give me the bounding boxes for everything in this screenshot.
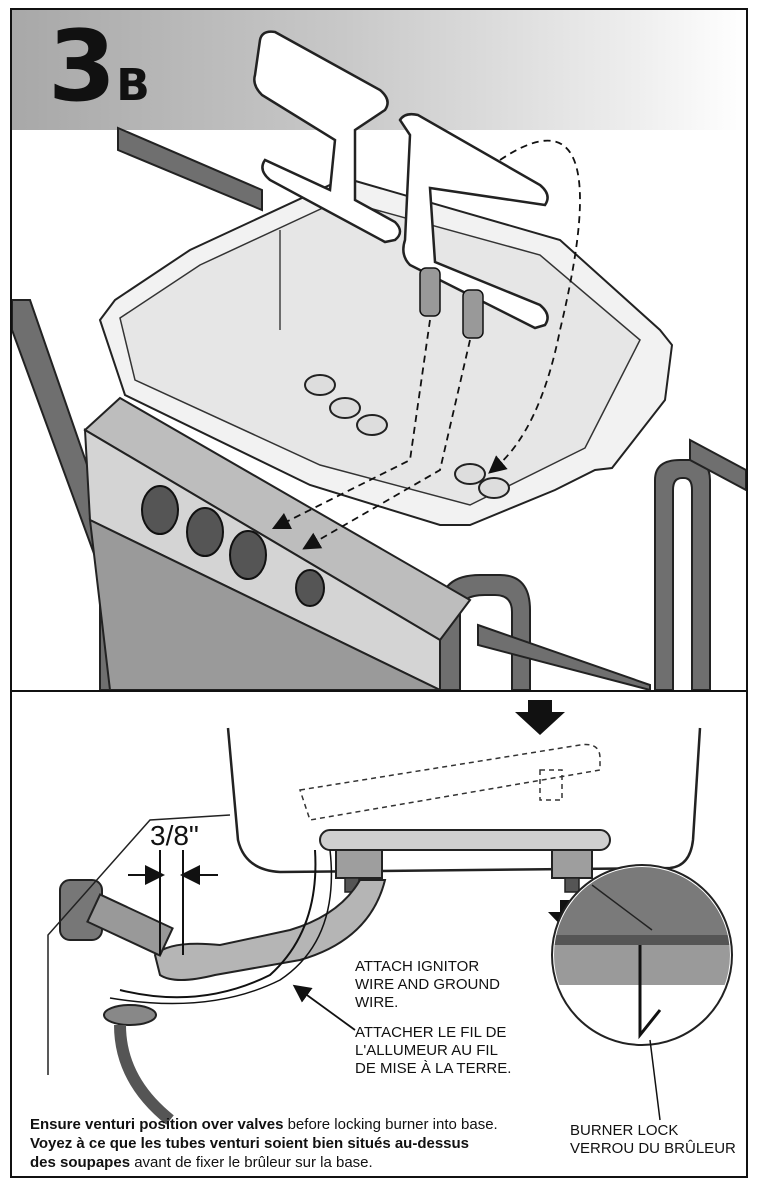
caption-fr-bold-2: des soupapes [30, 1154, 131, 1171]
caption-line-en: Ensure venturi position over valves befo… [30, 1115, 560, 1134]
ignitor-note-en-line: ATTACH IGNITOR [355, 958, 480, 975]
ignitor-note-en: ATTACH IGNITOR WIRE AND GROUND WIRE. [355, 958, 500, 1012]
wire-note-pointer [292, 984, 356, 1031]
measurement-arrows [128, 850, 218, 955]
ground-wire [109, 849, 333, 1005]
ignitor-note-fr: ATTACHER LE FIL DE L'ALLUMEUR AU FIL DE … [355, 1024, 511, 1078]
control-knobs [141, 485, 325, 607]
burner-lock-label: BURNER LOCK VERROU DU BRÛLEUR [570, 1122, 736, 1158]
venturi-tube [153, 879, 387, 981]
caption-line-fr-1: Voyez à ce que les tubes venturi soient … [30, 1134, 560, 1153]
placement-arrows [271, 139, 581, 550]
firebox-holes [304, 374, 510, 499]
caption-en-bold: Ensure venturi position over valves [30, 1116, 284, 1133]
caption-fr-rest: avant de fixer le brûleur sur la base. [130, 1154, 373, 1171]
step-number-digit: 3 [48, 10, 116, 124]
page-border [10, 8, 748, 1178]
firebox [98, 176, 674, 526]
top-panel-drawing [12, 30, 746, 690]
step-number-letter: B [116, 60, 150, 111]
firebox-section [226, 727, 702, 874]
ghost-burner [299, 743, 601, 821]
caption-fr-bold-1: Voyez à ce que les tubes venturi soient … [30, 1135, 470, 1152]
ignitor-electrodes [419, 267, 484, 339]
measurement-label: 3/8" [150, 820, 199, 851]
ignitor-note-fr-line: L'ALLUMEUR AU FIL [355, 1042, 498, 1059]
burner-side-view [319, 829, 611, 893]
ignitor-note-en-line: WIRE. [355, 994, 399, 1011]
caption-en-rest: before locking burner into base. [283, 1116, 498, 1133]
valve-assembly [59, 879, 174, 1125]
step-number: 3B [48, 18, 150, 116]
detail-frame-lines [47, 814, 231, 1075]
ignitor-note-en-line: WIRE AND GROUND [355, 976, 501, 993]
instruction-caption: Ensure venturi position over valves befo… [30, 1115, 560, 1172]
ignitor-wire [119, 849, 317, 999]
panel-divider [10, 690, 748, 692]
burner-lock-label-en: BURNER LOCK [570, 1122, 679, 1139]
ignitor-note-fr-line: ATTACHER LE FIL DE [355, 1024, 507, 1041]
caption-line-fr-2: des soupapes avant de fixer le brûleur s… [30, 1153, 560, 1172]
bottom-panel-drawing [47, 700, 733, 1125]
ignitor-note-fr-line: DE MISE À LA TERRE. [355, 1060, 512, 1077]
burner-lock-label-fr: VERROU DU BRÛLEUR [570, 1140, 736, 1157]
cart-frame [12, 126, 746, 690]
